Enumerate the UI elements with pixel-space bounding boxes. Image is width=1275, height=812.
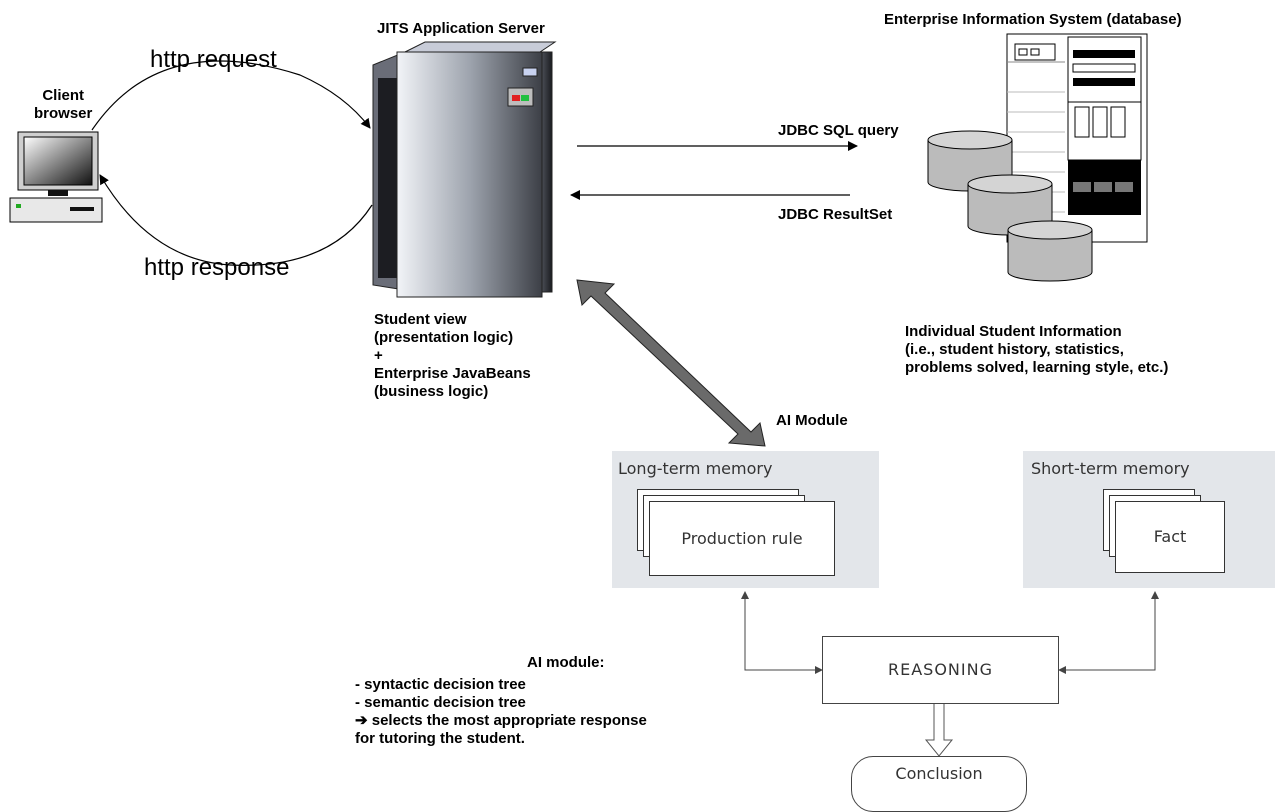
ai-double-arrow (576, 279, 766, 447)
fact-text: Fact (1153, 527, 1187, 546)
ai-desc-title: AI module: (527, 654, 605, 671)
short-term-memory-panel: Short-term memory Fact (1023, 451, 1275, 588)
eis-title: Enterprise Information System (database) (884, 11, 1182, 28)
reasoning-text: REASONING (888, 660, 993, 679)
jdbc-result-label: JDBC ResultSet (778, 206, 893, 223)
production-rule-card: Production rule (649, 501, 835, 576)
conclusion-arrow (924, 701, 954, 757)
http-request-label: http request (150, 46, 277, 73)
reasoning-left-connector (741, 591, 822, 671)
server-description: Student view (presentation logic) + Ente… (374, 311, 531, 400)
reasoning-box: REASONING (822, 636, 1059, 704)
ai-module-label: AI Module (776, 412, 848, 429)
client-label: Client browser (34, 87, 93, 122)
server-icon (365, 40, 565, 300)
connector-layer (91, 60, 1159, 757)
client-computer-icon (9, 130, 105, 225)
production-rule-text: Production rule (681, 529, 803, 548)
ai-desc-lines: - syntactic decision tree - semantic dec… (355, 676, 647, 747)
fact-card: Fact (1115, 501, 1225, 573)
conclusion-text: Conclusion (895, 764, 983, 783)
long-term-memory-panel: Long-term memory Production rule (612, 451, 879, 588)
http-request-arrow (91, 60, 371, 131)
conclusion-box: Conclusion (851, 756, 1027, 812)
short-term-memory-title: Short-term memory (1031, 459, 1190, 478)
http-response-label: http response (144, 254, 290, 281)
server-title: JITS Application Server (377, 20, 545, 37)
reasoning-right-connector (1057, 591, 1159, 671)
jdbc-query-label: JDBC SQL query (778, 122, 899, 139)
student-info-label: Individual Student Information (i.e., st… (905, 323, 1169, 376)
database-server-icon (920, 32, 1150, 292)
long-term-memory-title: Long-term memory (618, 459, 773, 478)
http-response-arrow (99, 174, 373, 266)
